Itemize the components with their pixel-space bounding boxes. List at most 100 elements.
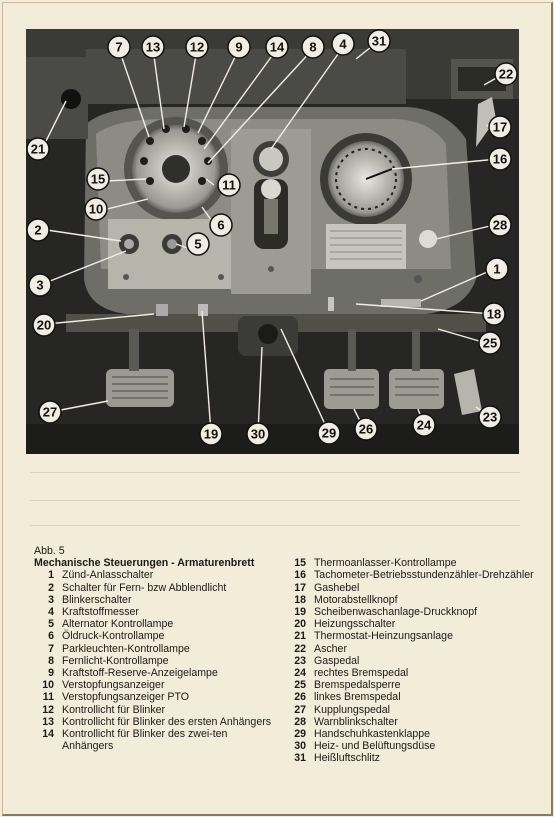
svg-text:27: 27 — [43, 405, 57, 420]
callout-30: 30 — [246, 422, 270, 446]
svg-text:10: 10 — [89, 202, 103, 217]
legend-text: Verstopfungsanzeiger PTO — [62, 691, 190, 704]
callout-15: 15 — [86, 167, 110, 191]
legend-text: linkes Bremspedal — [314, 691, 401, 704]
legend-number: 2 — [48, 581, 54, 594]
legend-number: 26 — [294, 691, 306, 704]
svg-text:3: 3 — [36, 278, 43, 293]
legend-item: 11 Verstopfungsanzeiger PTO — [34, 691, 274, 703]
legend-text: Fernlicht-Kontrollampe — [62, 654, 169, 667]
figure-caption: Abb. 5 Mechanische Steuerungen - Armatur… — [34, 545, 534, 764]
svg-text:19: 19 — [204, 427, 218, 442]
callout-20: 20 — [32, 313, 56, 337]
legend-number: 21 — [294, 630, 306, 643]
legend-item: 22 Ascher — [286, 643, 536, 655]
legend-number: 7 — [48, 642, 54, 655]
legend-number: 3 — [48, 593, 54, 606]
callout-25: 25 — [478, 331, 502, 355]
callout-27: 27 — [38, 400, 62, 424]
legend-text: Warnblinkschalter — [314, 715, 398, 728]
legend-number: 14 — [42, 728, 54, 741]
legend-number: 13 — [42, 715, 54, 728]
legend-number: 12 — [42, 703, 54, 716]
callout-17: 17 — [488, 115, 512, 139]
legend-text: Zünd-Anlasschalter — [62, 569, 154, 582]
callout-18: 18 — [482, 302, 506, 326]
legend-text: Scheibenwaschanlage-Druckknopf — [314, 606, 478, 619]
legend-text: Kontrollicht für Blinker des zwei-ten An… — [62, 728, 228, 753]
callout-26: 26 — [354, 417, 378, 441]
legend-number: 18 — [294, 593, 306, 606]
svg-text:18: 18 — [487, 307, 501, 322]
legend-item: 31 Heißluftschlitz — [286, 752, 536, 764]
svg-text:11: 11 — [222, 178, 236, 193]
legend-number: 30 — [294, 740, 306, 753]
legend-text: Tachometer-Betriebsstundenzähler-Drehzäh… — [314, 569, 534, 582]
legend-number: 31 — [294, 752, 306, 765]
callout-2: 2 — [26, 218, 50, 242]
legend-item: 21 Thermostat-Heinzungsanlage — [286, 630, 536, 642]
svg-text:4: 4 — [339, 37, 347, 52]
legend-text: Kontrollicht für Blinker — [62, 703, 166, 716]
legend-number: 9 — [48, 667, 54, 680]
callout-4: 4 — [331, 32, 355, 56]
svg-text:6: 6 — [217, 218, 224, 233]
legend-text: Heißluftschlitz — [314, 752, 380, 765]
callout-19: 19 — [199, 422, 223, 446]
legend-number: 23 — [294, 654, 306, 667]
svg-text:15: 15 — [91, 172, 105, 187]
svg-text:17: 17 — [493, 120, 507, 135]
callout-31: 31 — [367, 29, 391, 53]
legend-number: 17 — [294, 581, 306, 594]
svg-text:13: 13 — [146, 40, 160, 55]
svg-text:9: 9 — [235, 40, 242, 55]
legend-text: Heizungsschalter — [314, 618, 396, 631]
svg-text:26: 26 — [359, 422, 373, 437]
legend-text: Schalter für Fern- bzw Abblendlicht — [62, 581, 227, 594]
svg-text:8: 8 — [309, 40, 316, 55]
callout-10: 10 — [84, 197, 108, 221]
callout-21: 21 — [26, 137, 50, 161]
callout-1: 1 — [485, 257, 509, 281]
svg-text:23: 23 — [483, 410, 497, 425]
svg-text:14: 14 — [270, 40, 285, 55]
callout-8: 8 — [301, 35, 325, 59]
callout-28: 28 — [488, 213, 512, 237]
legend-number: 11 — [42, 691, 54, 704]
svg-text:24: 24 — [417, 418, 432, 433]
legend-text: Verstopfungsanzeiger — [62, 679, 165, 692]
legend-text: Thermostat-Heinzungsanlage — [314, 630, 453, 643]
callout-9: 9 — [227, 35, 251, 59]
bleed-through-line — [30, 472, 520, 473]
callout-22: 22 — [494, 62, 518, 86]
legend-text: Heiz- und Belüftungsdüse — [314, 740, 436, 753]
svg-text:29: 29 — [322, 426, 336, 441]
legend-text: Ascher — [314, 642, 347, 655]
legend-text: rechtes Bremspedal — [314, 667, 409, 680]
svg-text:22: 22 — [499, 67, 513, 82]
legend-number: 5 — [48, 618, 54, 631]
svg-text:1: 1 — [493, 262, 500, 277]
svg-text:30: 30 — [251, 427, 265, 442]
legend-item: 30 Heiz- und Belüftungsdüse — [286, 740, 536, 752]
legend-number: 6 — [48, 630, 54, 643]
legend-text: Gaspedal — [314, 654, 360, 667]
legend-number: 22 — [294, 642, 306, 655]
legend-item: 2 Schalter für Fern- bzw Abblendlicht — [34, 582, 274, 594]
callout-12: 12 — [185, 35, 209, 59]
legend-number: 29 — [294, 728, 306, 741]
bleed-through-line — [30, 500, 520, 501]
legend-item: 23 Gaspedal — [286, 655, 536, 667]
svg-text:20: 20 — [37, 318, 51, 333]
